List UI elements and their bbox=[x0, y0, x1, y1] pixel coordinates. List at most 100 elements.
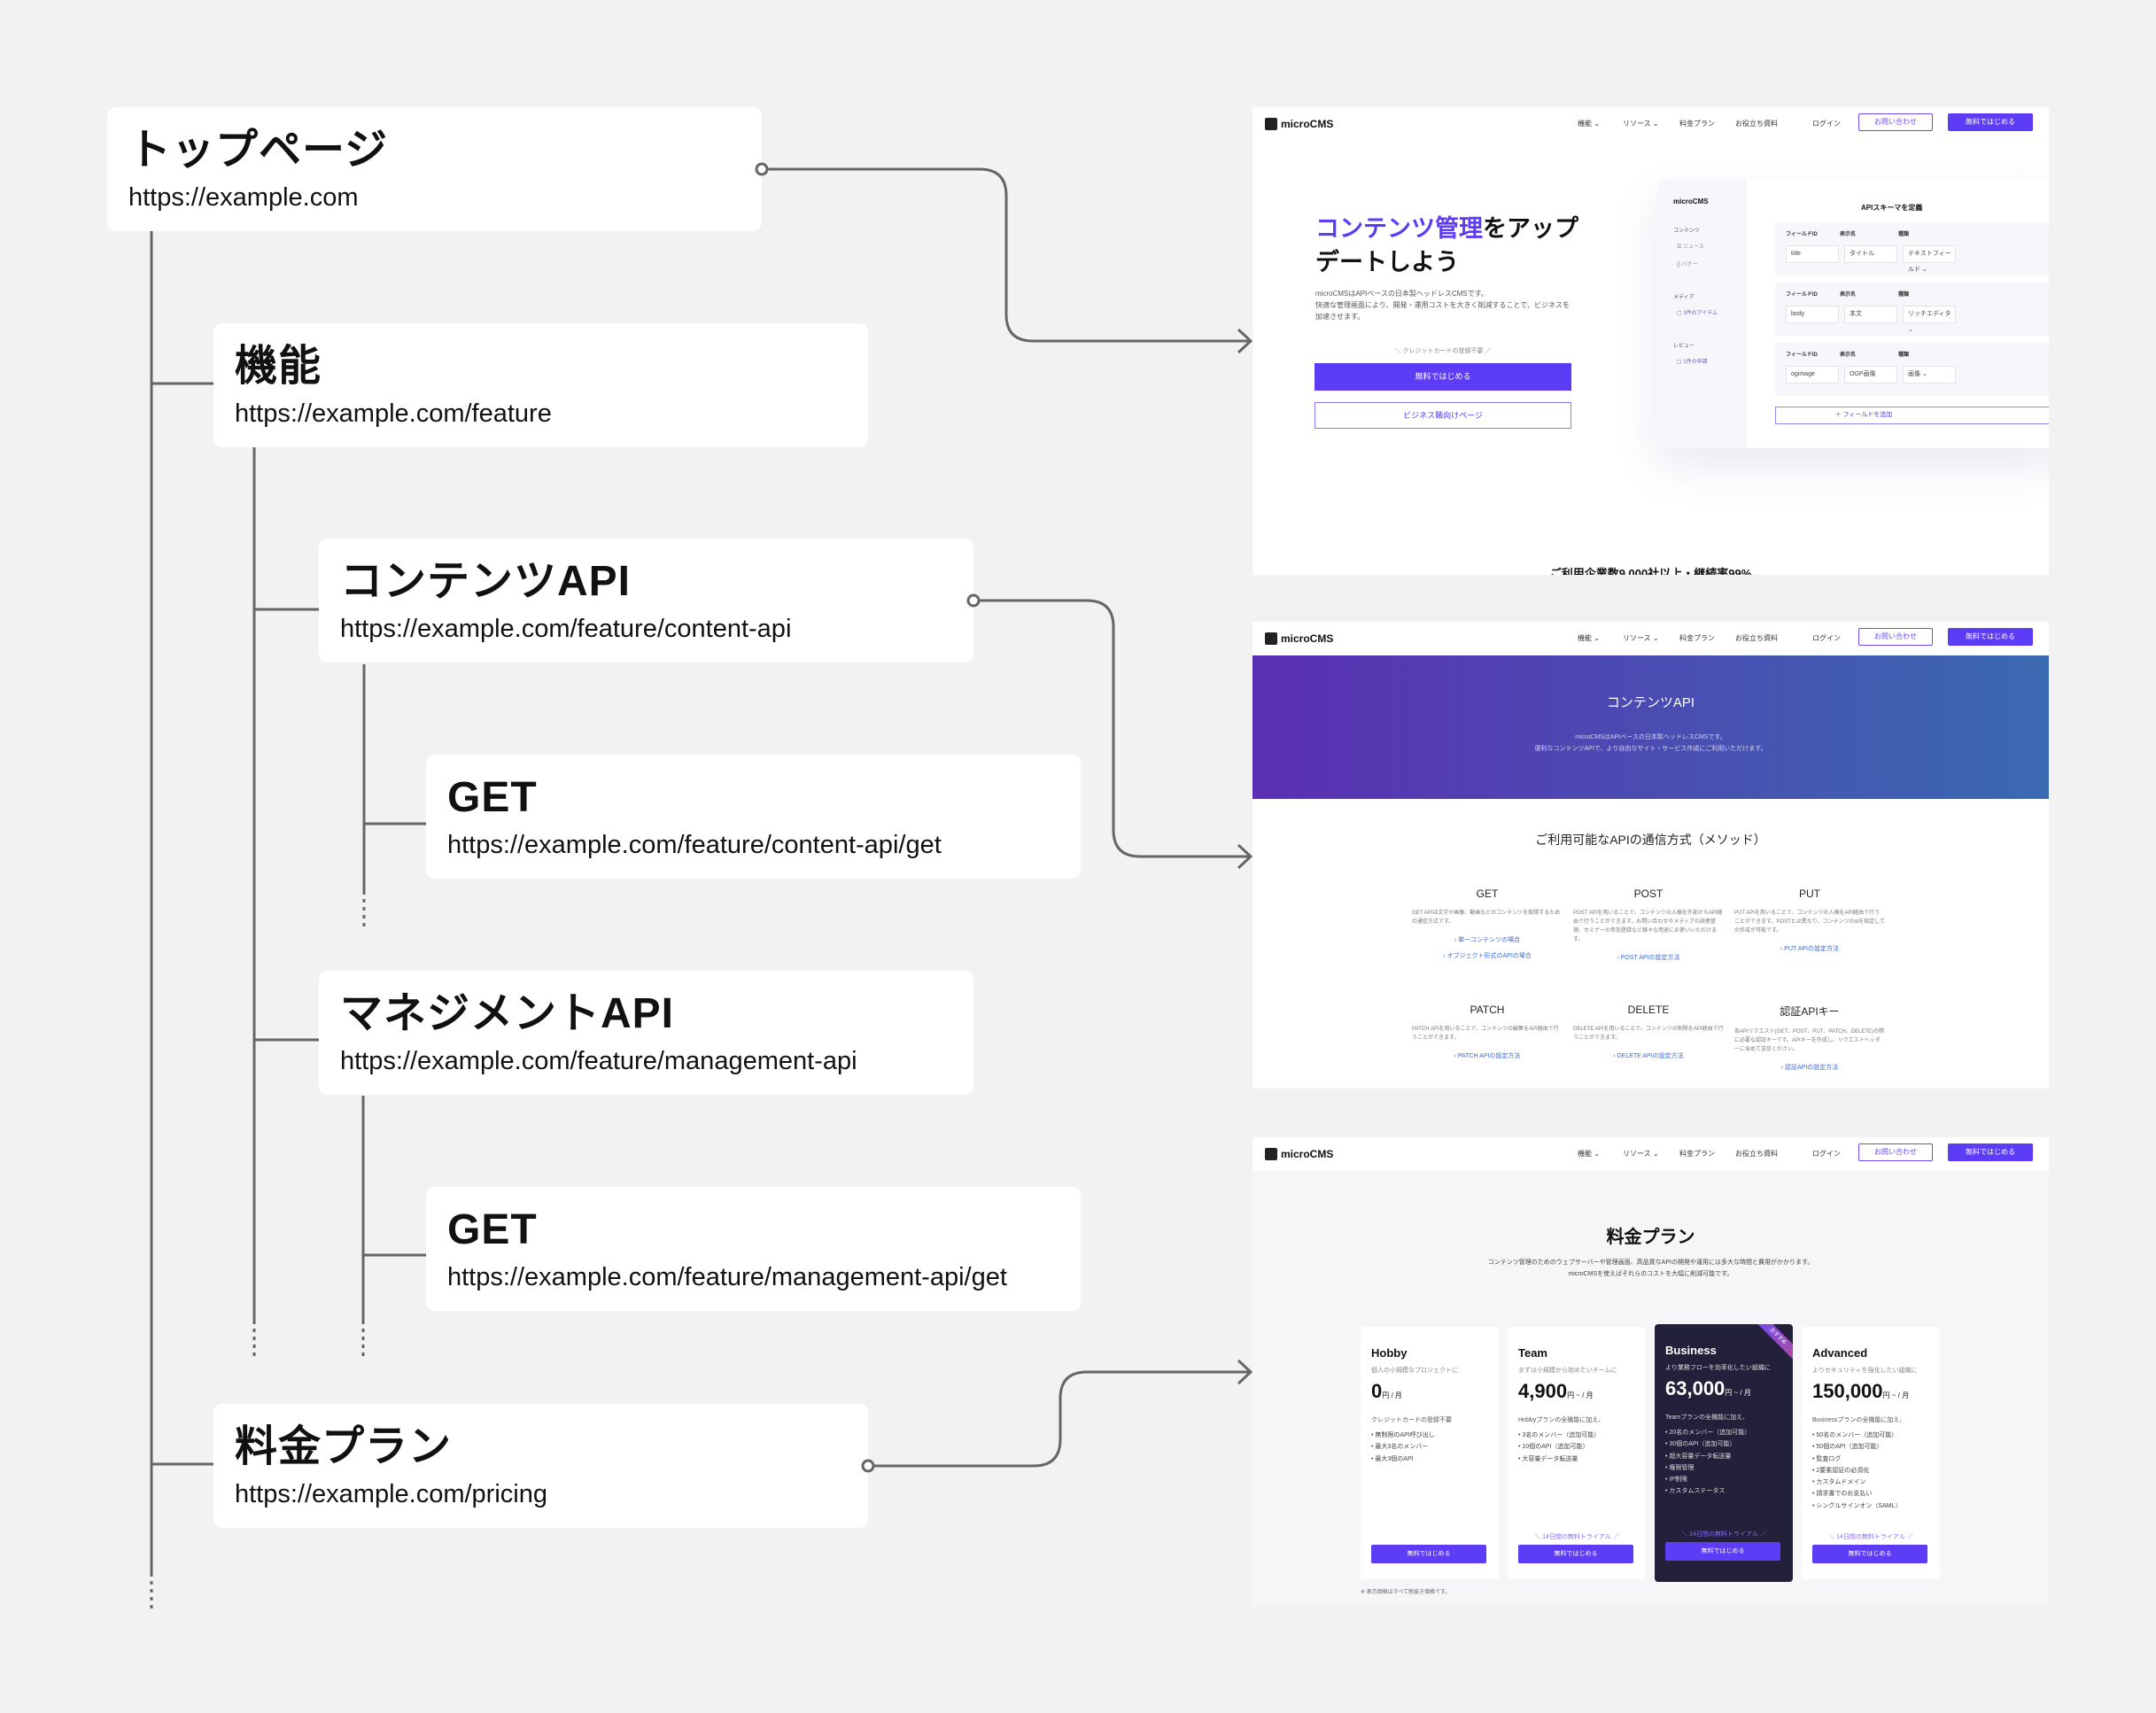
method-link[interactable]: › POST APIの設定方法 bbox=[1617, 955, 1680, 961]
display-name-input[interactable]: 本文 bbox=[1844, 306, 1897, 323]
plan-feature: 20名のメンバー（追加可能） bbox=[1665, 1427, 1750, 1438]
field-id-input[interactable]: body bbox=[1786, 306, 1839, 323]
contact-button[interactable]: お問い合わせ bbox=[1858, 113, 1933, 131]
type-select[interactable]: リッチエディタ ⌄ bbox=[1903, 306, 1956, 333]
price-unit: 円 / 月 bbox=[1382, 1391, 1402, 1399]
hero-title-rest: をアップデートしよう bbox=[1315, 215, 1578, 275]
field-label: フィールドID bbox=[1786, 353, 1818, 358]
plan-start-button[interactable]: 無料ではじめる bbox=[1812, 1545, 1927, 1563]
methods-heading: ご利用可能なAPIの通信方式（メソッド） bbox=[1535, 833, 1766, 847]
plan-start-button[interactable]: 無料ではじめる bbox=[1665, 1542, 1780, 1561]
login-link[interactable]: ログイン bbox=[1812, 634, 1841, 642]
sitemap-node-pricing[interactable]: 料金プラン https://example.com/pricing bbox=[213, 1404, 868, 1528]
method-link[interactable]: › PUT APIの設定方法 bbox=[1780, 946, 1839, 952]
method-desc: DELETE APIを用いることで、コンテンツの削除をAPI経由で行うことができ… bbox=[1573, 1027, 1724, 1041]
node-url: https://example.com/feature/management-a… bbox=[340, 1047, 857, 1075]
method-link[interactable]: › 認証APIの設定方法 bbox=[1780, 1065, 1839, 1071]
logo: microCMS bbox=[1265, 632, 1333, 645]
plan-name: Advanced bbox=[1812, 1346, 1868, 1360]
plan-feature: 最大3個のAPI bbox=[1371, 1453, 1435, 1465]
panel-side-item: ▢ 3件のアイテム bbox=[1677, 311, 1718, 316]
trial-note: ＼ 14日間の無料トライアル ／ bbox=[1534, 1534, 1619, 1540]
logo-icon bbox=[1265, 118, 1277, 130]
plan-start-button[interactable]: 無料ではじめる bbox=[1518, 1545, 1633, 1563]
add-field-button[interactable]: ＋ フィールドを追加 bbox=[1775, 407, 2049, 424]
hero-desc-line: microCMSはAPIベースの日本製ヘッドレスCMSです。 bbox=[1315, 290, 1488, 298]
display-name-input[interactable]: タイトル bbox=[1844, 245, 1897, 263]
panel-heading: APIスキーマを定義 bbox=[1861, 204, 1923, 212]
plan-tagline: 個人の小規模なプロジェクトに bbox=[1371, 1368, 1458, 1374]
start-free-button[interactable]: 無料ではじめる bbox=[1948, 628, 2033, 646]
pricing-sub-line: コンテンツ管理のためのウェブサーバーや管理画面、高品質なAPIの開発や運用には多… bbox=[1487, 1260, 1814, 1266]
plan-feature: カスタムステータス bbox=[1665, 1485, 1750, 1497]
plan-feature: 超大容量データ転送量 bbox=[1665, 1451, 1750, 1462]
type-select[interactable]: テキストフィールド ⌄ bbox=[1903, 245, 1956, 273]
method-6: 認証APIキー 各APIリクエスト(GET、POST、PUT、PATCH、DEL… bbox=[1734, 1004, 1885, 1072]
screenshot-content-api: microCMS 機能 ⌄ リソース ⌄ 料金プラン お役立ち資料 ログイン お… bbox=[1252, 622, 2049, 1089]
plan-feature: 3名のメンバー（追加可能） bbox=[1518, 1430, 1600, 1441]
plan-name: Team bbox=[1518, 1346, 1547, 1360]
node-url: https://example.com/feature/content-api bbox=[340, 615, 792, 643]
logo-text: microCMS bbox=[1281, 632, 1334, 645]
business-page-button[interactable]: ビジネス職向けページ bbox=[1315, 402, 1571, 429]
type-select[interactable]: 画像 ⌄ bbox=[1903, 366, 1956, 384]
node-url: https://example.com/pricing bbox=[235, 1480, 547, 1508]
plan-card-business: Business より業務フローを効率化したい組織に 63,000円 ~ / 月… bbox=[1655, 1324, 1793, 1582]
method-link[interactable]: › PATCH APIの設定方法 bbox=[1454, 1053, 1521, 1059]
plan-card-advanced: Advanced よりセキュリティを強化したい組織に 150,000円 ~ / … bbox=[1802, 1327, 1940, 1579]
nav-item[interactable]: 機能 ⌄ bbox=[1578, 120, 1600, 128]
nav-item[interactable]: リソース ⌄ bbox=[1623, 120, 1659, 128]
login-link[interactable]: ログイン bbox=[1812, 1150, 1841, 1158]
method-link[interactable]: › 単一コンテンツの場合 bbox=[1454, 937, 1521, 943]
field-id-input[interactable]: ogimage bbox=[1786, 366, 1839, 384]
no-card-note: ＼ クレジットカードの登録不要 ／ bbox=[1394, 348, 1492, 354]
hero-sub-line: 便利なコンテンツAPIで、より自由なサイト・サービス作成にご利用いただけます。 bbox=[1534, 746, 1767, 752]
node-title: 料金プラン bbox=[235, 1423, 453, 1470]
admin-panel-mock: microCMS コンテンツ ☰ ニュース {} バナー メディア ▢ 3件のア… bbox=[1657, 180, 2049, 448]
nav-item[interactable]: お役立ち資料 bbox=[1735, 1150, 1778, 1158]
plan-feature: 無制限のAPI呼び出し bbox=[1371, 1430, 1434, 1441]
plan-start-button[interactable]: 無料ではじめる bbox=[1371, 1545, 1486, 1563]
nav-item[interactable]: リソース ⌄ bbox=[1623, 634, 1659, 642]
plan-feature: カスタムドメイン bbox=[1812, 1477, 1901, 1488]
login-link[interactable]: ログイン bbox=[1812, 120, 1841, 128]
hero-start-button[interactable]: 無料ではじめる bbox=[1315, 363, 1571, 391]
field-label: 種類 bbox=[1898, 232, 1910, 237]
nav-item[interactable]: 機能 ⌄ bbox=[1578, 634, 1600, 642]
nav-item[interactable]: 料金プラン bbox=[1679, 1150, 1715, 1158]
nav-item[interactable]: リソース ⌄ bbox=[1623, 1150, 1659, 1158]
method-link[interactable]: › DELETE APIの設定方法 bbox=[1613, 1053, 1684, 1059]
method-desc: GET APIは文字や画像、動画などのコンテンツを取得するための通信方式です。 bbox=[1412, 911, 1561, 925]
field-id-input[interactable]: title bbox=[1786, 245, 1839, 263]
method-link[interactable]: › オブジェクト形式のAPIの場合 bbox=[1443, 953, 1532, 959]
schema-row: フィールドID 表示名 種類 title タイトル テキストフィールド ⌄ bbox=[1775, 222, 2049, 275]
method-3: PUT PUT APIを用いることで、コンテンツの入稿をAPI経由で行うことがで… bbox=[1734, 888, 1885, 953]
nav-item[interactable]: 料金プラン bbox=[1679, 634, 1715, 642]
start-free-button[interactable]: 無料ではじめる bbox=[1948, 1143, 2033, 1161]
price-unit: 円 ~ / 月 bbox=[1567, 1391, 1594, 1399]
start-free-button[interactable]: 無料ではじめる bbox=[1948, 113, 2033, 131]
schema-row: フィールドID 表示名 種類 ogimage OGP画像 画像 ⌄ bbox=[1775, 343, 2049, 396]
contact-button[interactable]: お問い合わせ bbox=[1858, 1143, 1933, 1161]
node-url: https://example.com/feature/content-api/… bbox=[447, 831, 942, 859]
display-name-input[interactable]: OGP画像 bbox=[1844, 366, 1897, 384]
plan-intro: Hobbyプランの全機能に加え、 bbox=[1518, 1417, 1605, 1423]
plan-feature: 権限管理 bbox=[1665, 1462, 1750, 1474]
nav-item[interactable]: 料金プラン bbox=[1679, 120, 1715, 128]
nav-item[interactable]: お役立ち資料 bbox=[1735, 634, 1778, 642]
plan-features: 無制限のAPI呼び出し最大3名のメンバー最大3個のAPI bbox=[1371, 1430, 1435, 1465]
nav-item[interactable]: 機能 ⌄ bbox=[1578, 1150, 1600, 1158]
plan-card-team: Team まずは小規模から始めたいチームに 4,900円 ~ / 月 Hobby… bbox=[1508, 1327, 1646, 1579]
nav-item[interactable]: お役立ち資料 bbox=[1735, 120, 1778, 128]
plan-tagline: より業務フローを効率化したい組織に bbox=[1665, 1365, 1771, 1371]
plan-price: 0円 / 月 bbox=[1371, 1380, 1402, 1403]
contact-button[interactable]: お問い合わせ bbox=[1858, 628, 1933, 646]
plan-name: Hobby bbox=[1371, 1346, 1408, 1360]
recommended-badge: おすすめ bbox=[1752, 1324, 1793, 1362]
